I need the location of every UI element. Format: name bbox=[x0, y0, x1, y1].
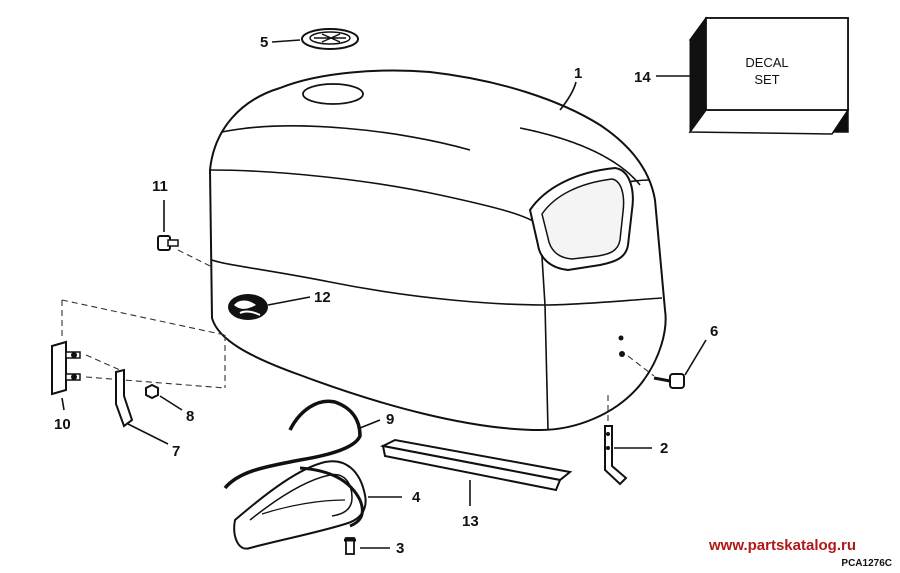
rail-13 bbox=[379, 438, 573, 506]
cover-screw-11 bbox=[157, 200, 211, 267]
decal-set-box: DECAL SET bbox=[688, 16, 850, 135]
bracket-2 bbox=[604, 395, 652, 486]
callout-8: 8 bbox=[186, 408, 194, 425]
callout-9: 9 bbox=[386, 411, 394, 428]
callout-13: 13 bbox=[462, 513, 479, 530]
lower-tray-4 bbox=[233, 460, 402, 550]
callout-7: 7 bbox=[172, 443, 180, 460]
decal-line-1: DECAL bbox=[745, 55, 788, 70]
latch-7 bbox=[115, 368, 169, 445]
drawing-code: PCA1276C bbox=[841, 558, 892, 569]
filler-cap bbox=[301, 28, 359, 50]
callout-12: 12 bbox=[314, 289, 331, 306]
callout-4: 4 bbox=[412, 489, 421, 506]
leader-lines bbox=[267, 39, 690, 306]
nut-8 bbox=[145, 383, 183, 411]
watermark-url: www.partskatalog.ru bbox=[708, 537, 856, 554]
callout-5: 5 bbox=[260, 34, 268, 51]
bracket-10 bbox=[51, 299, 226, 411]
callout-2: 2 bbox=[660, 440, 668, 457]
callout-1: 1 bbox=[574, 65, 582, 82]
callout-3: 3 bbox=[396, 540, 404, 557]
emblem bbox=[228, 294, 268, 320]
decal-line-2: SET bbox=[754, 72, 779, 87]
seal-9 bbox=[223, 399, 381, 490]
callout-6: 6 bbox=[710, 323, 718, 340]
screw-6 bbox=[627, 339, 707, 389]
screw-3 bbox=[344, 537, 390, 555]
callout-11: 11 bbox=[152, 178, 168, 195]
callout-10: 10 bbox=[54, 416, 71, 433]
engine-cover bbox=[209, 69, 667, 431]
callout-14: 14 bbox=[634, 69, 651, 86]
